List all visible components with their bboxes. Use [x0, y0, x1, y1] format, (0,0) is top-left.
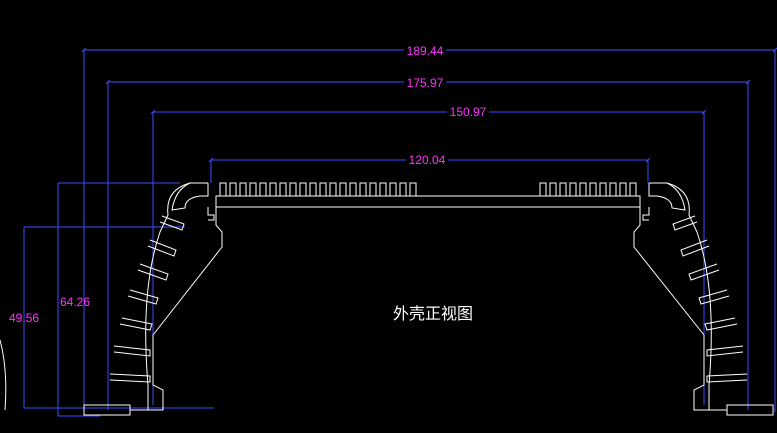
drawing-caption: 外壳正视图 — [393, 304, 473, 323]
right-side-fins — [672, 215, 748, 383]
dim-height-50: 49.56 — [9, 311, 39, 325]
dim-width-151: 150.97 — [450, 105, 487, 119]
dimension-lines — [23, 49, 776, 417]
dim-width-176: 175.97 — [407, 76, 444, 90]
dim-width-189: 189.44 — [407, 44, 444, 58]
top-fins — [219, 182, 637, 196]
dimension-ticks — [81, 47, 777, 163]
dimension-labels: 189.44 175.97 150.97 120.04 64.26 49.56 — [9, 43, 489, 325]
dim-height-64: 64.26 — [60, 295, 90, 309]
left-side-fins — [109, 215, 185, 383]
dim-width-120: 120.04 — [409, 153, 446, 167]
